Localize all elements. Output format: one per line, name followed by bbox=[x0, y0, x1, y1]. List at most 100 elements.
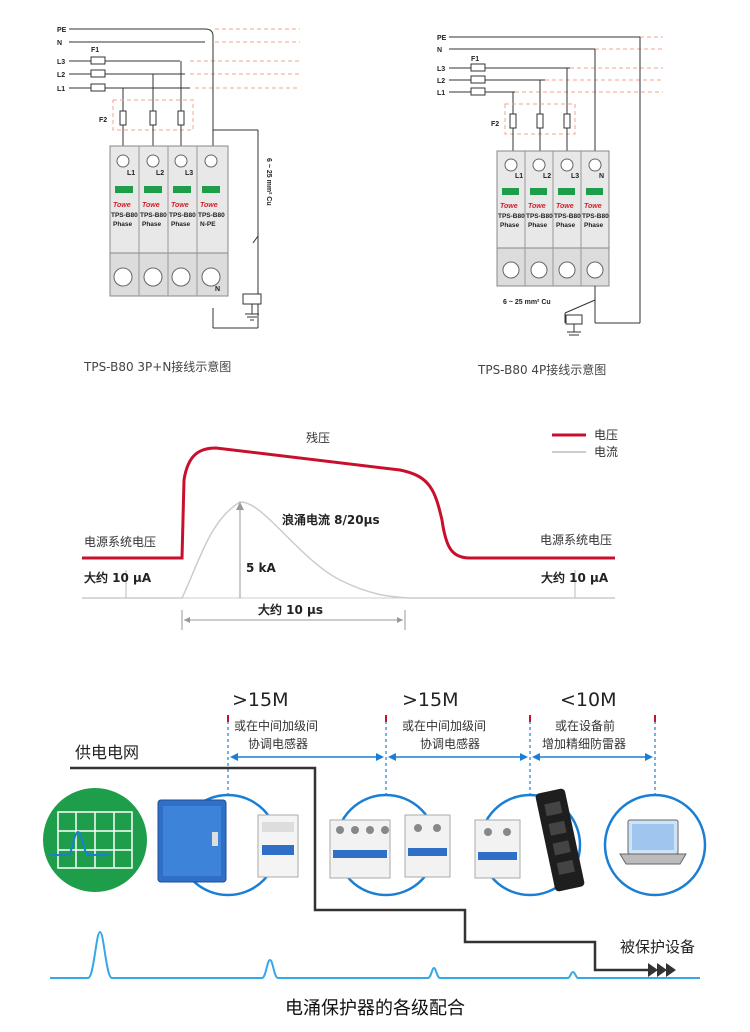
wire-size-label: 6 ~ 25 mm² Cu bbox=[265, 158, 272, 206]
fuse2-label-r: F2 bbox=[491, 121, 499, 128]
mod-l-bottom-n: N bbox=[215, 286, 220, 293]
mod-r-term-4: N bbox=[599, 173, 604, 180]
surge-label: 浪涌电流 8/20μs bbox=[282, 512, 380, 527]
stepped-power-line bbox=[70, 766, 650, 972]
mod-r-type-3: Phase bbox=[556, 222, 576, 229]
mod-l-model-4: TPS-B80 bbox=[198, 212, 225, 219]
segment-2-note1: 或在中间加级间 bbox=[402, 718, 486, 733]
fuse1-label-r: F1 bbox=[471, 56, 479, 63]
approx-right-label: 大约 10 μA bbox=[541, 570, 609, 585]
mod-r-brand-4: Towe bbox=[584, 203, 602, 210]
mod-l-brand-3: Towe bbox=[171, 202, 189, 209]
mod-l-term-3: L3 bbox=[185, 170, 193, 177]
bus-lines bbox=[69, 28, 214, 89]
protected-label: 被保护设备 bbox=[620, 938, 695, 956]
duration-arrow-left-icon bbox=[184, 617, 190, 623]
coordination-diagram: >15M 或在中间加级间 协调电感器 >15M 或在中间加级间 协调电感器 <1… bbox=[43, 689, 707, 1019]
mod-r-model-4: TPS-B80 bbox=[582, 213, 609, 220]
line-label-pe-r: PE bbox=[437, 35, 447, 42]
wire-size-label-r: 6 ~ 25 mm² Cu bbox=[503, 299, 551, 306]
line-label-l2: L2 bbox=[57, 72, 65, 79]
power-strip-icon bbox=[535, 788, 585, 892]
current-curve bbox=[82, 501, 615, 599]
line-label-l2-r: L2 bbox=[437, 78, 445, 85]
fuse1-set bbox=[90, 56, 106, 92]
mod-l-term-2: L2 bbox=[156, 170, 164, 177]
wiring-left-diagram: PE N L3 L2 L1 F1 bbox=[57, 27, 300, 329]
bus-dashed bbox=[190, 28, 300, 89]
legend-voltage-label: 电压 bbox=[594, 428, 618, 442]
segment-1-note2: 协调电感器 bbox=[248, 736, 308, 751]
duration-label: 大约 10 μs bbox=[258, 602, 323, 617]
grid-label: 供电电网 bbox=[75, 743, 139, 762]
mod-r-model-2: TPS-B80 bbox=[526, 213, 553, 220]
line-label-n: N bbox=[57, 40, 62, 47]
spd-stage2b-icon bbox=[404, 814, 451, 878]
segment-3-note1: 或在设备前 bbox=[555, 718, 615, 733]
mod-l-model-1: TPS-B80 bbox=[111, 212, 138, 219]
mod-l-brand-2: Towe bbox=[142, 202, 160, 209]
legend-current-label: 电流 bbox=[594, 445, 618, 459]
waveform-graph: 电压 电流 残压 浪涌电流 8/20μs 5 kA 电源系统电压 电源系统电压 … bbox=[82, 428, 618, 630]
segment-2-distance: >15M bbox=[402, 689, 459, 711]
line-label-n-r: N bbox=[437, 47, 442, 54]
ground-icon-r bbox=[565, 314, 583, 336]
segment-1-distance: >15M bbox=[232, 689, 289, 711]
spd-module-set-right: L1 L2 L3 N Towe Towe Towe Towe TPS-B80 T… bbox=[496, 150, 610, 287]
mod-r-term-3: L3 bbox=[571, 173, 579, 180]
distribution-box-icon bbox=[157, 799, 227, 883]
ground-icon bbox=[242, 293, 262, 321]
surge-pulses-line bbox=[50, 930, 700, 979]
line-label-pe: PE bbox=[57, 27, 67, 34]
mod-l-type-2: Phase bbox=[142, 221, 162, 228]
line-label-l1-r: L1 bbox=[437, 90, 445, 97]
approx-left-label: 大约 10 μA bbox=[84, 570, 152, 585]
peak-arrow-icon bbox=[236, 502, 244, 510]
mod-r-model-1: TPS-B80 bbox=[498, 213, 525, 220]
mod-l-type-4: N-PE bbox=[200, 221, 216, 228]
segment-3-distance: <10M bbox=[560, 689, 617, 711]
laptop-icon bbox=[619, 819, 687, 865]
chevron-right-icon bbox=[648, 963, 676, 977]
mod-r-type-4: Phase bbox=[584, 222, 604, 229]
spd-module-set-left: L1 L2 L3 N Towe Towe Towe Towe TPS-B80 T… bbox=[109, 145, 229, 297]
wiring-left-caption: TPS-B80 3P+N接线示意图 bbox=[84, 360, 232, 374]
voltage-curve bbox=[82, 446, 615, 560]
mod-l-brand-4: Towe bbox=[200, 202, 218, 209]
mod-r-brand-3: Towe bbox=[556, 203, 574, 210]
coordination-title: 电涌保护器的各级配合 bbox=[285, 998, 465, 1019]
fuse2-label: F2 bbox=[99, 117, 107, 124]
line-label-l3-r: L3 bbox=[437, 66, 445, 73]
residual-label: 残压 bbox=[306, 431, 330, 445]
mod-l-type-3: Phase bbox=[171, 221, 191, 228]
wiring-right-caption: TPS-B80 4P接线示意图 bbox=[478, 363, 607, 377]
mod-r-brand-2: Towe bbox=[528, 203, 546, 210]
spd-stage3-icon bbox=[474, 819, 521, 879]
mod-r-brand-1: Towe bbox=[500, 203, 518, 210]
mod-r-type-1: Phase bbox=[500, 222, 520, 229]
wiring-panel: PE N L3 L2 L1 F1 bbox=[0, 0, 750, 400]
mod-r-term-1: L1 bbox=[515, 173, 523, 180]
spd-stage2-icon bbox=[329, 819, 391, 879]
grid-chart-icon bbox=[57, 811, 133, 869]
segment-1-note1: 或在中间加级间 bbox=[234, 718, 318, 733]
mod-l-term-1: L1 bbox=[127, 170, 135, 177]
mod-l-brand-1: Towe bbox=[113, 202, 131, 209]
mod-l-model-3: TPS-B80 bbox=[169, 212, 196, 219]
mod-l-type-1: Phase bbox=[113, 221, 133, 228]
line-label-l3: L3 bbox=[57, 59, 65, 66]
mod-l-model-2: TPS-B80 bbox=[140, 212, 167, 219]
wiring-right-diagram: PE N L3 L2 L1 F1 bbox=[437, 35, 663, 336]
mod-r-type-2: Phase bbox=[528, 222, 548, 229]
segment-2-note2: 协调电感器 bbox=[420, 736, 480, 751]
mod-r-model-3: TPS-B80 bbox=[554, 213, 581, 220]
supply-right-label: 电源系统电压 bbox=[540, 533, 612, 547]
spd-stage1-icon bbox=[257, 814, 299, 878]
supply-left-label: 电源系统电压 bbox=[84, 535, 156, 549]
line-label-l1: L1 bbox=[57, 86, 65, 93]
segment-3-note2: 增加精细防雷器 bbox=[542, 736, 626, 751]
duration-arrow-right-icon bbox=[397, 617, 403, 623]
peak-label: 5 kA bbox=[246, 561, 277, 575]
fuse1-label: F1 bbox=[91, 47, 99, 54]
mod-r-term-2: L2 bbox=[543, 173, 551, 180]
